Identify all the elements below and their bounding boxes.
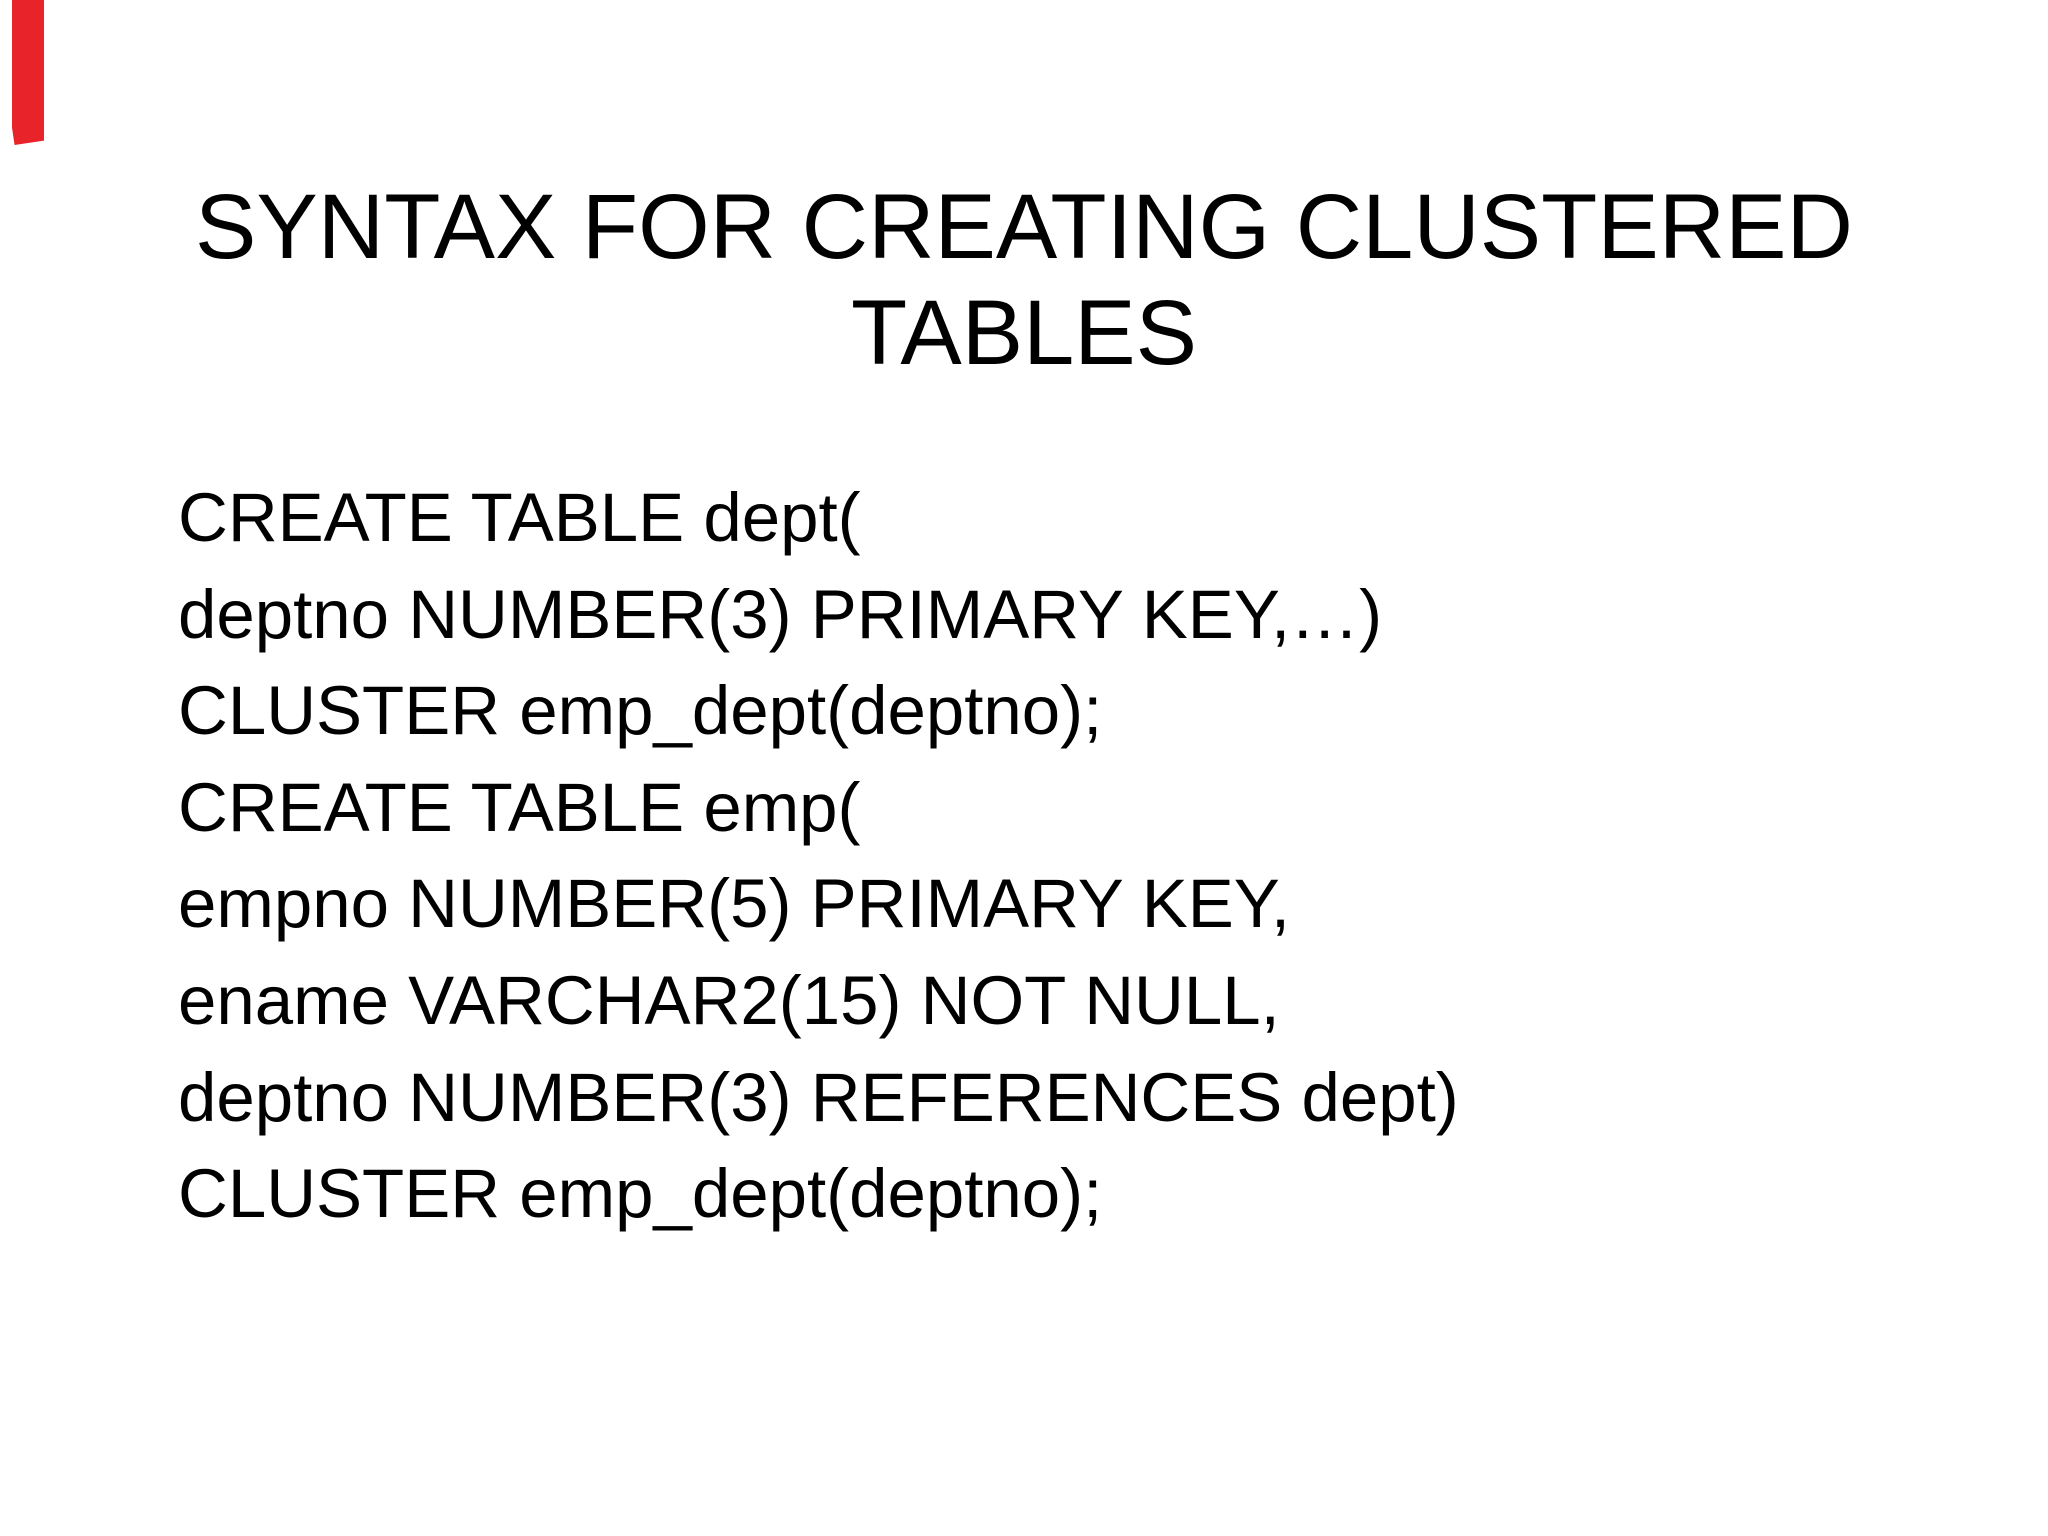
code-line: deptno NUMBER(3) REFERENCES dept) (178, 1058, 1459, 1136)
code-line: empno NUMBER(5) PRIMARY KEY, (178, 865, 1291, 943)
code-line: CLUSTER emp_dept(deptno); (178, 672, 1103, 750)
code-line: CREATE TABLE dept( (178, 479, 861, 556)
code-line: CREATE TABLE emp( (178, 768, 861, 846)
code-line: CLUSTER emp_dept(deptno); (178, 1155, 1103, 1233)
code-line: deptno NUMBER(3) PRIMARY KEY,…) (178, 575, 1383, 653)
red-corner-mark (12, 0, 44, 145)
page-title-line-1: SYNTAX FOR CREATING CLUSTERED (195, 176, 1853, 278)
code-line: ename VARCHAR2(15) NOT NULL, (178, 961, 1280, 1039)
page-title-line-2: TABLES (851, 281, 1197, 384)
slide-body-text: CREATE TABLE dept( deptno NUMBER(3) PRIM… (178, 470, 1928, 1243)
